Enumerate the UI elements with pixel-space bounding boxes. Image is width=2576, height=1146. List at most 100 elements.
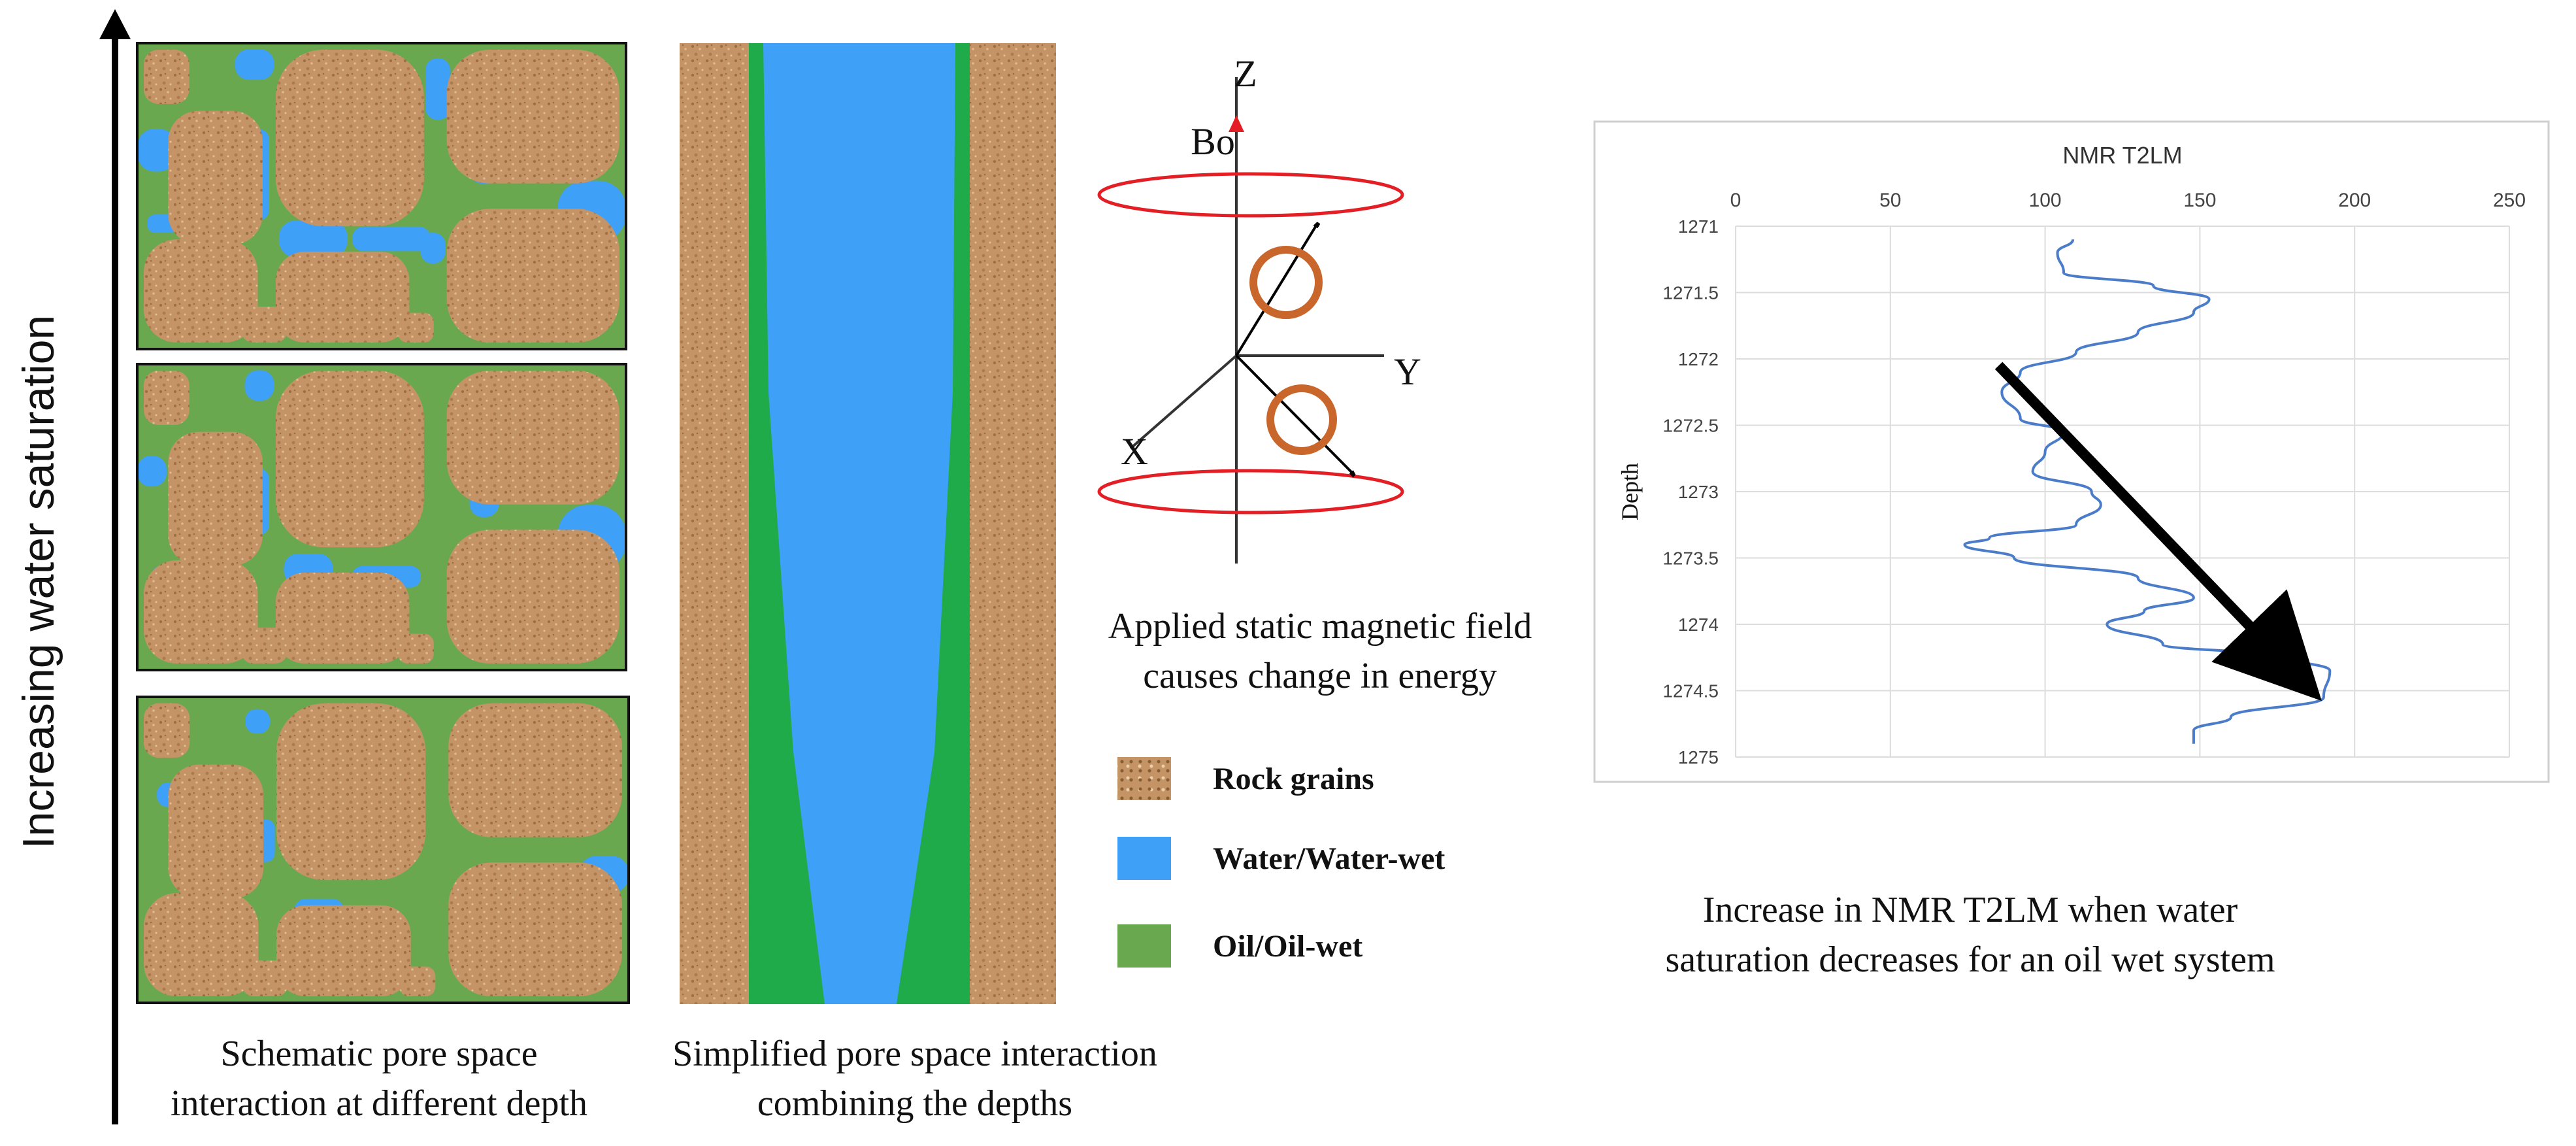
rock-grain (276, 905, 411, 996)
spin-ring-lower (1266, 384, 1337, 455)
rock-grain (168, 764, 264, 899)
rock-grain (144, 371, 190, 425)
y-tick-label: 1271 (1678, 216, 1719, 237)
rock-grain (275, 251, 410, 343)
water-pocket (137, 129, 176, 172)
rock-swatch (1117, 757, 1171, 800)
water-pocket (352, 226, 431, 252)
spin-up-arrow (1235, 224, 1317, 357)
rock-grain (275, 572, 410, 664)
x-tick-label: 100 (2029, 190, 2062, 211)
x-tick-label: 150 (2183, 190, 2216, 211)
x-tick-label: 200 (2338, 190, 2371, 211)
caption-nmr-line2: saturation decreases for an oil wet syst… (1665, 939, 2275, 980)
caption-schematic-line1: Schematic pore space (220, 1034, 538, 1074)
water-pocket (244, 370, 274, 401)
water-pocket (137, 456, 167, 487)
rock-grain (241, 307, 288, 343)
oil-swatch (1117, 924, 1171, 968)
rock-grain (276, 703, 426, 881)
legend-item-oil: Oil/Oil-wet (1117, 924, 1362, 968)
channel-left-rock (680, 43, 749, 1004)
rock-grain (144, 560, 258, 664)
caption-schematic-line2: interaction at different depth (170, 1083, 588, 1124)
y-tick-label: 1273 (1678, 482, 1719, 502)
rock-grain (144, 50, 190, 104)
x-axis-line (1129, 354, 1238, 450)
trend-arrow (1994, 362, 2322, 701)
caption-magnetic: Applied static magnetic field causes cha… (1059, 601, 1581, 701)
caption-nmr-line1: Increase in NMR T2LM when water (1702, 890, 2238, 930)
x-axis-label: X (1121, 430, 1148, 473)
caption-magnetic-line2: causes change in energy (1143, 656, 1497, 696)
rock-grain (448, 862, 622, 996)
y-tick-label: 1273.5 (1662, 548, 1719, 569)
legend-label-oil: Oil/Oil-wet (1213, 928, 1363, 964)
water-pocket (278, 220, 348, 258)
rock-grain (397, 312, 434, 343)
x-tick-label: 250 (2493, 190, 2526, 211)
chart-y-label: Depth (1617, 463, 1643, 520)
rock-grain (275, 371, 424, 548)
y-tick-label: 1272 (1678, 349, 1719, 369)
spin-down-arrow (1235, 354, 1354, 475)
rock-grain (275, 50, 424, 227)
chart-title: NMR T2LM (2062, 142, 2182, 169)
caption-magnetic-line1: Applied static magnetic field (1108, 606, 1532, 647)
caption-nmr: Increase in NMR T2LM when water saturati… (1594, 885, 2346, 985)
chart-grid (1735, 226, 2510, 758)
water-pocket (425, 58, 450, 120)
water-swatch (1117, 837, 1171, 880)
b0-arrowhead (1229, 115, 1244, 132)
y-tick-label: 1271.5 (1662, 283, 1719, 303)
rock-grain (399, 966, 436, 996)
rock-grain (448, 703, 622, 837)
nmr-chart: 0 50 100 150 200 250 1271 1271.5 1272 1272.5 1273 1… (1593, 120, 2550, 783)
panel-border (136, 363, 627, 671)
rock-grain (446, 530, 619, 664)
saturation-label: Increasing water saturation (14, 315, 63, 849)
legend-item-water: Water/Water-wet (1117, 837, 1445, 880)
rock-grain (446, 209, 619, 343)
y-tick-label: 1274 (1678, 615, 1719, 635)
y-tick-label: 1272.5 (1662, 416, 1719, 436)
y-axis-label: Y (1394, 350, 1421, 393)
rock-grain (168, 110, 263, 245)
field-loop-bottom (1097, 469, 1404, 514)
rock-grain (144, 239, 258, 343)
x-tick-label: 0 (1730, 190, 1742, 211)
schematic-panels (136, 42, 630, 1004)
chart-frame (1593, 120, 2550, 783)
channel-right-rock (970, 43, 1056, 1004)
rock-grain (446, 50, 619, 184)
water-pocket (420, 233, 446, 263)
rock-grain (144, 893, 259, 996)
water-pocket (245, 709, 271, 734)
caption-simplified-line1: Simplified pore space interaction (672, 1034, 1157, 1074)
caption-simplified: Simplified pore space interaction combin… (627, 1029, 1202, 1128)
panel-border (136, 696, 630, 1004)
b0-label: Bo (1191, 120, 1235, 163)
legend-item-rock: Rock grains (1117, 757, 1374, 800)
field-loop-top (1097, 172, 1404, 218)
legend-label-rock: Rock grains (1213, 761, 1374, 796)
simplified-channel (680, 43, 1056, 1004)
panel-border (136, 42, 627, 350)
rock-grain (397, 633, 434, 664)
water-pocket (235, 49, 274, 80)
channel-water-core (763, 43, 955, 1004)
x-tick-label: 50 (1879, 190, 1901, 211)
rock-grain (446, 371, 619, 505)
magnetic-field-diagram: Z Bo Y X (1097, 52, 1421, 564)
y-tick-label: 1275 (1678, 747, 1719, 767)
saturation-arrowhead (99, 9, 131, 39)
pore-panel-3 (137, 697, 629, 1003)
z-axis-label: Z (1234, 52, 1257, 95)
pore-panel-1 (137, 43, 626, 349)
rock-grain (241, 628, 288, 664)
pore-panel-2 (137, 364, 626, 670)
caption-simplified-line2: combining the depths (757, 1083, 1073, 1124)
rock-grain (242, 960, 288, 996)
